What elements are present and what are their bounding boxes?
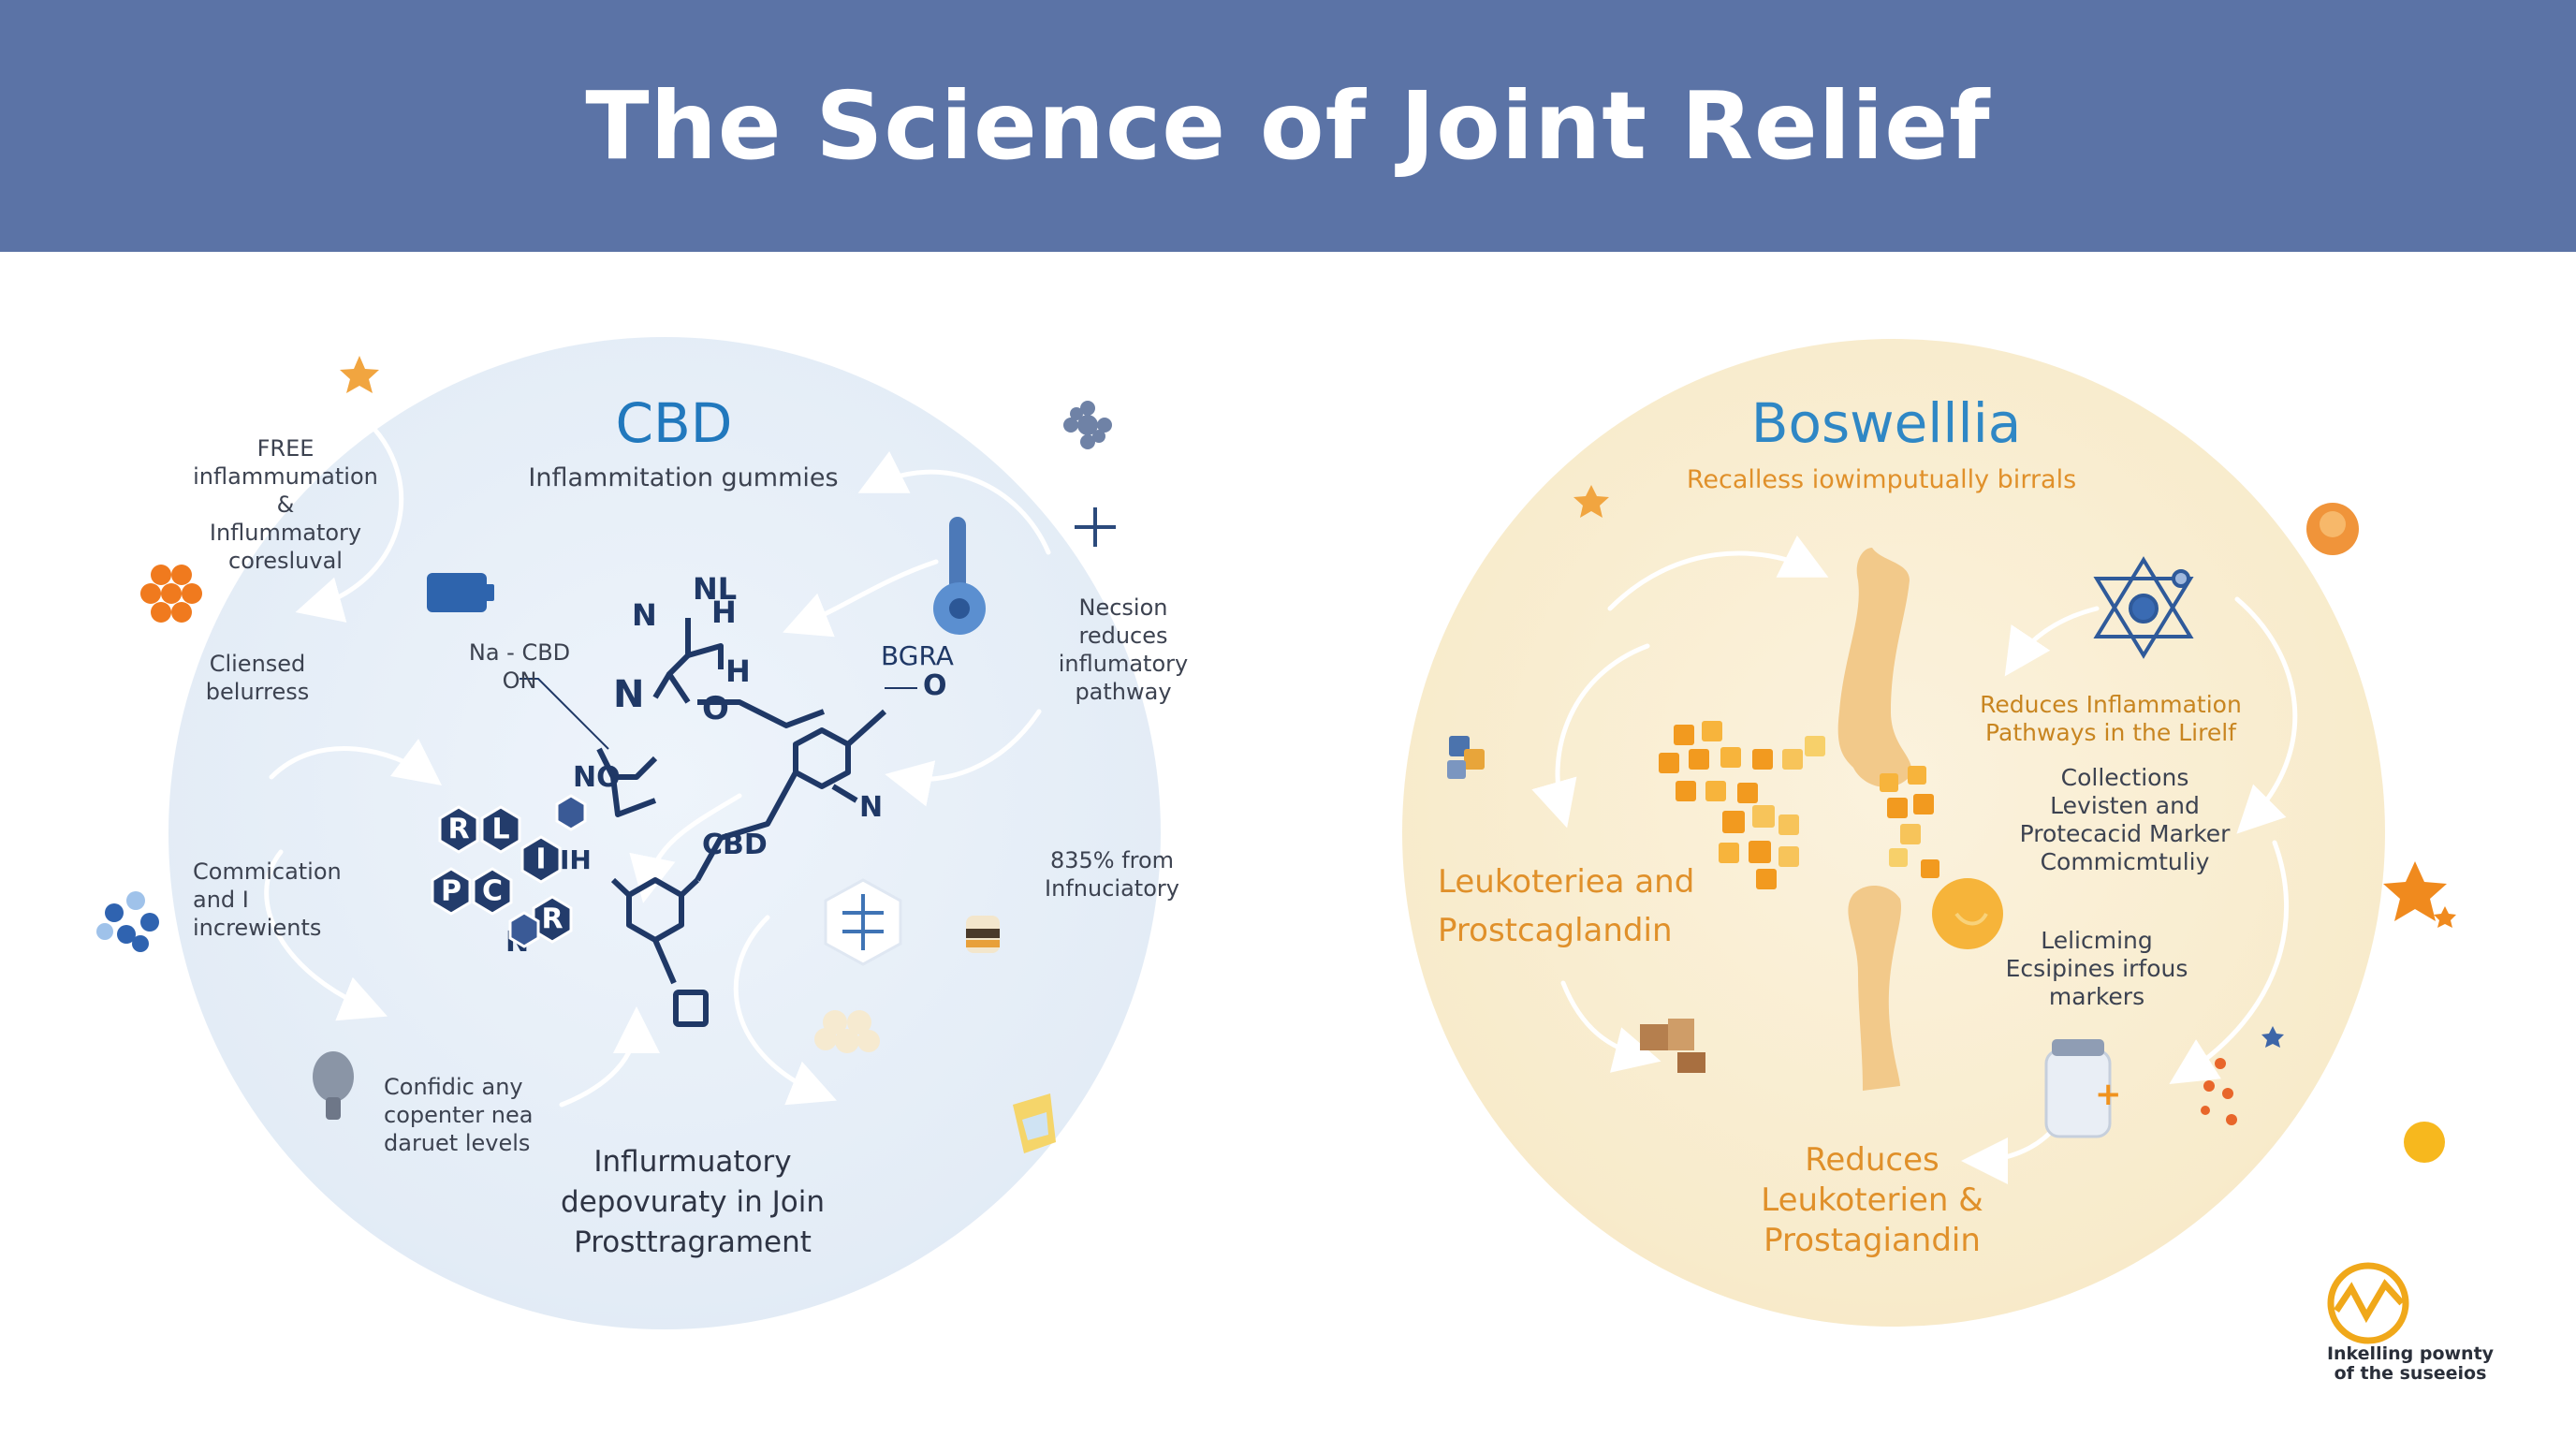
boswellia-label-pathways: Reduces Inflammation Pathways in the Lir… xyxy=(1980,691,2242,746)
hex-label-5: C xyxy=(482,875,503,908)
sparkles-icon xyxy=(2201,1058,2237,1125)
cbd-label-necsion: Necsion reduces influmatory pathway xyxy=(1058,594,1189,705)
mol-cbd: CBD xyxy=(702,829,768,861)
sun-icon xyxy=(1932,878,2003,949)
boswellia-circle xyxy=(1402,339,2385,1327)
hex-label-2: L xyxy=(491,814,509,846)
mol-o1: O xyxy=(702,690,729,727)
connector-lines xyxy=(520,678,917,750)
gear-icon xyxy=(1063,401,1112,449)
hex-cluster: R L I P C R xyxy=(431,794,587,948)
lightbulb-icon xyxy=(313,1051,354,1120)
atom-icon xyxy=(2093,556,2194,659)
mol-o2: O xyxy=(923,669,947,702)
thermometer-icon xyxy=(933,517,986,635)
header-bar xyxy=(0,0,2576,252)
boswellia-title: Boswelllia xyxy=(1750,391,2022,455)
cbd-arrows xyxy=(264,409,1051,1108)
jar-icon: + xyxy=(2044,1039,2122,1138)
hexagon-arrows-icon xyxy=(824,878,902,966)
puzzle-icon xyxy=(1447,736,1485,779)
cbd-bottom-text: Influrmuatory depovuraty in Join Prosttr… xyxy=(561,1145,825,1259)
cbd-label-free: FREE inflammumation & Inflummatory cores… xyxy=(193,435,378,574)
cheese-icon xyxy=(1013,1093,1056,1153)
cbd-label-pct: 835% from Infnuciatory xyxy=(1045,847,1179,902)
star-icon xyxy=(2261,1026,2284,1048)
cbd-title: CBD xyxy=(615,391,733,455)
mol-n2: N xyxy=(613,673,644,716)
star-icon xyxy=(2434,906,2456,928)
svg-text:+: + xyxy=(2095,1076,2122,1113)
page-title: The Science of Joint Relief xyxy=(585,71,1991,181)
cubes-right xyxy=(1880,766,1939,878)
cbd-label-commication: Commication and I increwients xyxy=(193,858,342,941)
logo-icon xyxy=(2327,1262,2409,1344)
hex-label-1: R xyxy=(447,814,469,846)
mol-h2: H xyxy=(725,653,751,689)
cbd-molecule xyxy=(596,618,887,1027)
cbd-label-na-cbd: Na - CBD ON xyxy=(468,639,571,694)
hex-label-4: P xyxy=(441,875,461,908)
boswellia-bottom-text: Reduces Leukoterien & Prostagiandin xyxy=(1761,1141,1983,1259)
cbd-label-confidic: Confidic any copenter nea daruet levels xyxy=(384,1074,534,1156)
star-icon xyxy=(1573,485,1609,518)
hex-label-3: I xyxy=(535,844,546,876)
cbd-circle xyxy=(168,337,1161,1329)
wood-blocks-icon xyxy=(1640,1019,1705,1073)
mol-nl: NL xyxy=(693,571,737,607)
bone-icon xyxy=(1837,548,1912,1091)
battery-icon xyxy=(427,573,494,612)
honeycomb-icon xyxy=(140,565,202,623)
cbd-subtitle: Inflammitation gummies xyxy=(528,463,839,492)
boswellia-label-collections: Collections Levisten and Protecacid Mark… xyxy=(2019,764,2231,875)
boswellia-label-lelicming: Lelicming Ecsipines irfous markers xyxy=(2005,927,2188,1010)
plus-icon xyxy=(1075,507,1116,547)
mol-h1: H xyxy=(711,594,737,630)
mol-n1: N xyxy=(632,597,657,633)
mol-ih: IH xyxy=(560,844,592,875)
logo-caption: Inkelling pownty of the suseeios xyxy=(2326,1343,2495,1384)
star-icon xyxy=(2383,861,2447,921)
cbd-label-bgra: BGRA xyxy=(881,640,954,671)
mol-no: NO xyxy=(573,761,621,794)
flower-icon xyxy=(814,1010,880,1053)
hex-label-6: R xyxy=(541,903,563,936)
cubes-left xyxy=(1659,721,1825,889)
molecule-cluster-icon xyxy=(96,891,159,952)
cbd-label-cliensed: Cliensed belurress xyxy=(205,651,310,705)
boswellia-arrows xyxy=(1531,535,2298,1184)
mol-n3: N xyxy=(859,791,883,824)
gold-coin-icon xyxy=(2404,1122,2445,1163)
badge-icon xyxy=(2306,503,2359,555)
boswellia-subtitle: Recalless iowimputually birrals xyxy=(1686,465,2077,494)
star-icon xyxy=(340,356,379,393)
boswellia-label-leuko: Leukoteriea and Prostcaglandin xyxy=(1438,863,1695,949)
cookie-icon xyxy=(966,916,1000,953)
